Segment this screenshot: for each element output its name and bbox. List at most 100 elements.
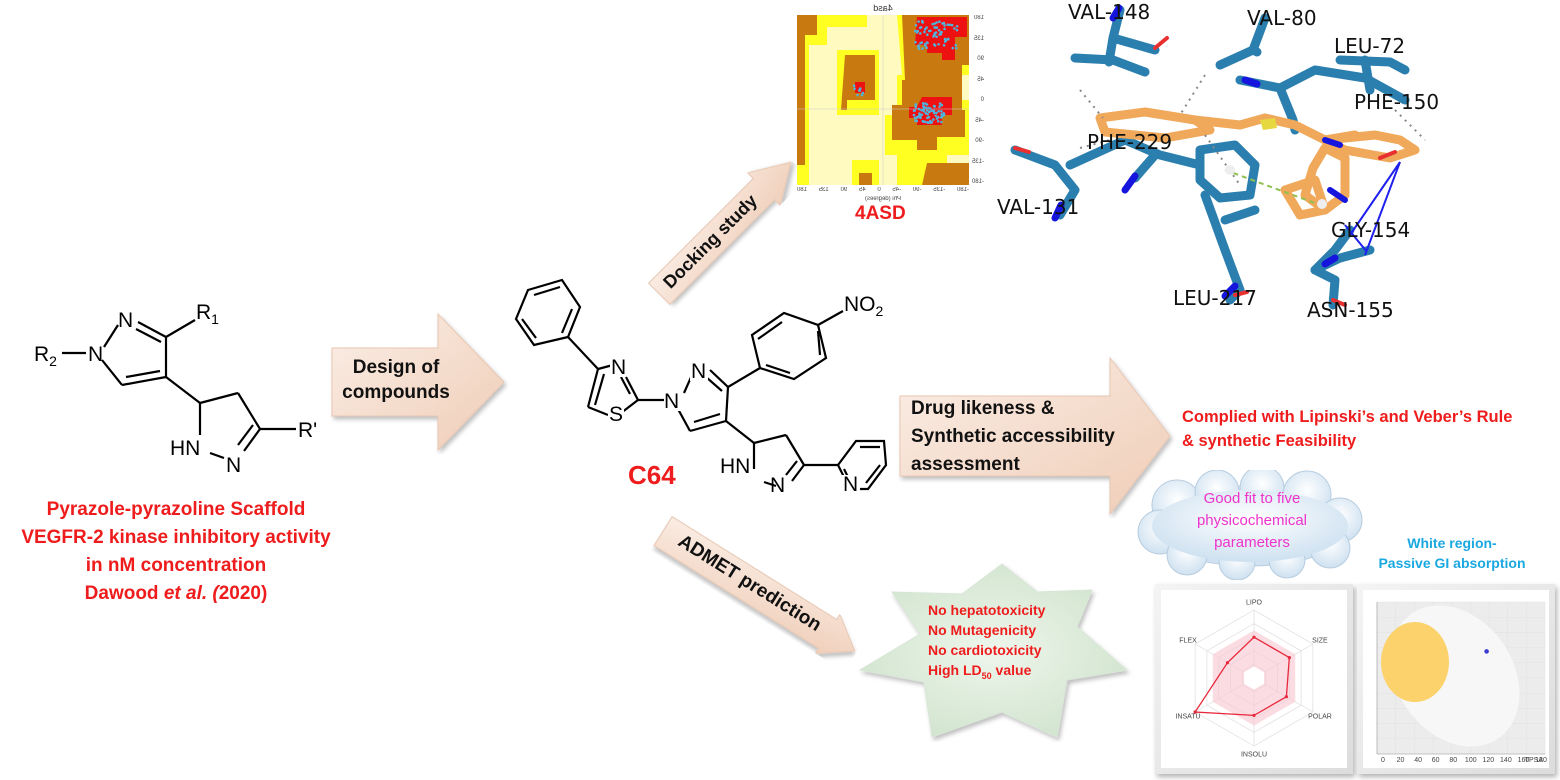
rama-point [933,105,936,108]
rama-y-tick: -90 [975,138,985,144]
ramachandran-label: 4ASD [855,203,906,224]
rama-point [934,26,937,29]
rama-point [938,102,942,105]
rama-point [943,24,946,27]
rama-point [937,43,940,46]
ld50-pre: High LD [928,662,982,678]
scaffold-caption: Pyrazole-pyrazoline Scaffold VEGFR-2 kin… [0,496,352,608]
egg-x-tick: 60 [1432,757,1440,764]
rama-y-tick: 135 [974,35,985,42]
ld50-sub: 50 [981,670,992,681]
rama-point [935,21,938,24]
scaffold-bonds [62,319,296,460]
rama-point [915,119,919,123]
drug-likeness-result: Complied with Lipinski’s and Veber’s Rul… [1182,405,1512,453]
radar-axis-label: INSOLU [1241,752,1267,759]
egg-compound-point [1484,649,1489,654]
residue-label: LEU-217 [1173,286,1257,310]
rama-point [955,28,959,32]
rama-point [955,25,959,28]
rama-point [927,110,931,114]
rama-y-tick: 90 [977,56,985,62]
citation-year: 2020) [218,583,268,604]
rama-point [937,109,940,113]
atom-n1: N [88,343,103,366]
rama-point [926,121,930,125]
residue-label: VAL-80 [1247,6,1317,30]
admet-star-shape [858,563,1129,738]
rama-generous-region [852,160,879,185]
drug-likeness-arrow [899,356,1171,516]
rama-y-tick: 0 [980,97,985,103]
drug-likeness-label-line: Synthetic accessibility [911,426,1115,447]
rama-point [942,113,946,117]
residue-label: VAL-131 [997,195,1079,219]
c64-atom-s: S [609,403,623,426]
rama-point [852,84,856,87]
rama-point [919,41,922,45]
c64-atom-masks [608,357,860,495]
radar-point [1225,661,1230,665]
rama-point [935,35,938,38]
rama-point [922,108,925,111]
rama-point [914,29,917,33]
ligand-pose [1095,107,1420,220]
rama-point [925,109,929,112]
rama-point [921,47,924,50]
rama-point [939,116,943,119]
drug-likeness-result-line: & synthetic Feasibility [1182,432,1357,450]
rama-x-tick: -45 [892,187,902,193]
citation: Dawood et al. (2020) [0,580,352,608]
egg-x-tick: 80 [1449,757,1457,764]
rama-point [935,111,938,115]
rama-point [859,87,862,90]
rama-point [951,46,955,50]
radar-axis-label: POLAR [1308,714,1332,721]
rama-point [924,102,927,105]
egg-x-tick: 0 [1381,757,1385,764]
rama-point [931,22,934,26]
rama-point [912,109,916,113]
docking-arrow-shape [647,161,792,306]
rama-point [914,105,918,109]
admet-result-line: High LD50 value [928,660,1045,686]
docking-pose-view: VAL-148 VAL-80 LEU-72 PHE-150 PHE-229 VA… [997,0,1439,322]
boiled-egg-note-line: White region- [1407,535,1497,551]
rama-point [914,24,918,27]
c64-bonds [514,278,888,491]
rama-point [930,121,934,124]
rama-point [853,87,856,90]
residue-label: VAL-148 [1068,0,1150,24]
rama-x-tick: 45 [858,187,866,193]
admet-result-line: No cardiotoxicity [928,642,1042,658]
rama-point [948,23,952,27]
rama-point [938,105,941,108]
rama-point [932,118,935,121]
rama-x-tick: -90 [912,187,922,193]
rama-point [937,29,941,32]
admet-result-line: No Mutagenicity [928,622,1037,638]
docking-arrow: Docking study [642,145,809,312]
rama-point [914,40,917,44]
rama-point [925,41,929,44]
rama-point [917,47,921,50]
scaffold-caption-line: VEGFR-2 kinase inhibitory activity [21,527,331,548]
cloud-text: Good fit to five physicochemical paramet… [1162,488,1342,554]
compound-name: C64 [628,460,676,490]
cloud-text-line: parameters [1214,534,1290,551]
egg-x-tick: 160 [1518,757,1530,764]
egg-yolk [1381,622,1449,702]
rama-x-tick: 180 [797,187,808,193]
rama-point [940,110,943,113]
rama-point [950,23,954,27]
design-arrow [331,312,505,452]
rama-point [927,29,931,33]
rama-point [934,31,938,34]
admet-result-line: No hepatotoxicity [928,602,1046,618]
rama-point [946,23,949,26]
rama-point [861,91,865,95]
rama-point [943,27,946,31]
rama-point [919,116,922,120]
